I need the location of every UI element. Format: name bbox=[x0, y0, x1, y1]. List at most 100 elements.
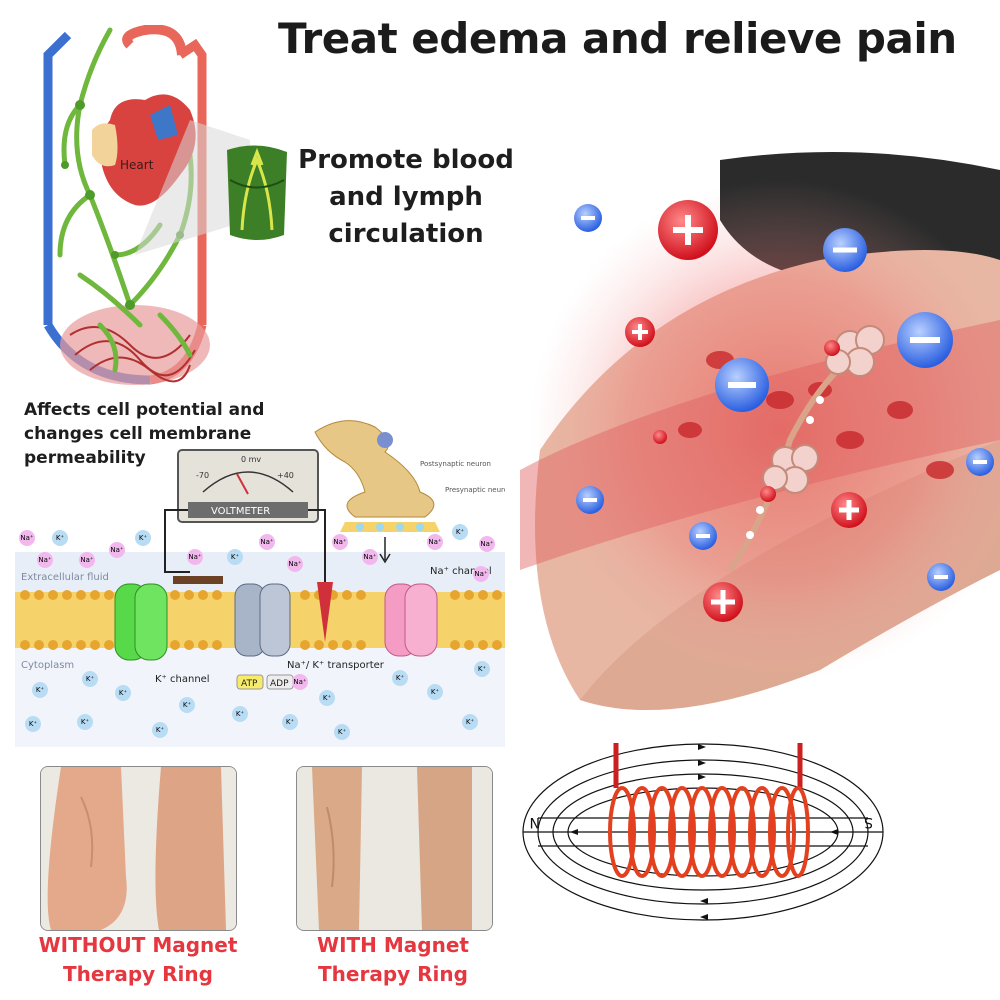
k-ion: K⁺ bbox=[474, 661, 490, 677]
negative-ion-icon bbox=[966, 448, 994, 476]
extracellular-label: Extracellular fluid bbox=[21, 572, 109, 583]
positive-ion-icon bbox=[625, 317, 655, 347]
na-ion: Na⁺ bbox=[187, 549, 203, 565]
caption-with-line-1: WITH Magnet bbox=[317, 933, 469, 957]
svg-text:Na⁺: Na⁺ bbox=[428, 538, 442, 546]
k-channel-label: K⁺ channel bbox=[155, 674, 210, 685]
svg-text:Na⁺: Na⁺ bbox=[110, 546, 124, 554]
svg-text:K⁺: K⁺ bbox=[119, 689, 128, 697]
na-ion: Na⁺ bbox=[287, 556, 303, 572]
caption-without-line-2: Therapy Ring bbox=[63, 962, 213, 986]
svg-text:Na⁺: Na⁺ bbox=[333, 538, 347, 546]
na-ion: Na⁺ bbox=[427, 534, 443, 550]
presynaptic-label: Presynaptic neuron bbox=[445, 486, 505, 494]
caption-without-line-1: WITHOUT Magnet bbox=[38, 933, 238, 957]
negative-ion-icon bbox=[823, 228, 867, 272]
positive-ion-icon bbox=[658, 200, 718, 260]
adp-label: ADP bbox=[270, 679, 289, 689]
svg-text:K⁺: K⁺ bbox=[286, 718, 295, 726]
positive-ion-icon bbox=[824, 340, 840, 356]
postsynaptic-label: Postsynaptic neuron bbox=[420, 460, 491, 468]
svg-text:Na⁺: Na⁺ bbox=[474, 570, 488, 578]
circulation-diagram: Heart bbox=[20, 24, 320, 395]
voltmeter-zero: 0 mv bbox=[241, 455, 261, 464]
positive-ion-icon bbox=[653, 430, 667, 444]
na-ion: Na⁺ bbox=[79, 552, 95, 568]
na-k-transporter-protein bbox=[234, 583, 291, 657]
coil-field-diagram: N S bbox=[518, 738, 888, 926]
south-pole-label: S bbox=[864, 814, 873, 830]
cell-caption: Affects cell potential and changes cell … bbox=[24, 398, 324, 470]
svg-text:K⁺: K⁺ bbox=[183, 701, 192, 709]
photo-with-ring bbox=[296, 766, 493, 931]
cell-membrane-diagram: Extracellular fluid Cytoplasm 0 mv -70 +… bbox=[15, 392, 512, 752]
k-ion: K⁺ bbox=[25, 716, 41, 732]
cell-caption-line-3: permeability bbox=[24, 448, 146, 468]
transporter-label: Na⁺/ K⁺ transporter bbox=[287, 660, 385, 671]
svg-text:K⁺: K⁺ bbox=[431, 688, 440, 696]
na-ion: Na⁺ bbox=[259, 534, 275, 550]
k-ion: K⁺ bbox=[32, 682, 48, 698]
voltmeter-left: -70 bbox=[196, 471, 209, 480]
neuron-illustration bbox=[314, 420, 440, 564]
svg-text:K⁺: K⁺ bbox=[456, 528, 465, 536]
svg-text:K⁺: K⁺ bbox=[81, 718, 90, 726]
k-ion: K⁺ bbox=[82, 671, 98, 687]
k-ion: K⁺ bbox=[152, 722, 168, 738]
negative-ion-icon bbox=[576, 486, 604, 514]
circulation-caption: Promote blood and lymph circulation bbox=[290, 142, 522, 253]
na-ion: Na⁺ bbox=[19, 530, 35, 546]
svg-text:Na⁺: Na⁺ bbox=[38, 556, 52, 564]
na-ion: Na⁺ bbox=[362, 549, 378, 565]
cytoplasm-label: Cytoplasm bbox=[21, 660, 74, 671]
svg-text:K⁺: K⁺ bbox=[236, 710, 245, 718]
k-ion: K⁺ bbox=[77, 714, 93, 730]
k-ion: K⁺ bbox=[319, 690, 335, 706]
negative-ion-icon bbox=[897, 312, 953, 368]
heart-label: Heart bbox=[120, 158, 154, 172]
na-channel-label: Na⁺ channel bbox=[430, 566, 492, 577]
circulation-caption-line-2: and lymph bbox=[329, 182, 483, 212]
svg-text:K⁺: K⁺ bbox=[56, 534, 65, 542]
svg-text:K⁺: K⁺ bbox=[29, 720, 38, 728]
k-ion: K⁺ bbox=[115, 685, 131, 701]
negative-ion-icon bbox=[689, 522, 717, 550]
k-ion: K⁺ bbox=[232, 706, 248, 722]
svg-text:K⁺: K⁺ bbox=[231, 553, 240, 561]
voltmeter-label: VOLTMETER bbox=[211, 506, 270, 517]
na-ion: Na⁺ bbox=[473, 566, 489, 582]
voltmeter-right: +40 bbox=[277, 471, 294, 480]
caption-with-line-2: Therapy Ring bbox=[318, 962, 468, 986]
page-title: Treat edema and relieve pain bbox=[278, 14, 957, 63]
svg-text:Na⁺: Na⁺ bbox=[188, 553, 202, 561]
k-ion: K⁺ bbox=[452, 524, 468, 540]
svg-text:Na⁺: Na⁺ bbox=[480, 540, 494, 548]
na-ion: Na⁺ bbox=[332, 534, 348, 550]
svg-text:K⁺: K⁺ bbox=[478, 665, 487, 673]
atp-label: ATP bbox=[241, 679, 258, 689]
na-channel-protein bbox=[384, 583, 438, 657]
k-channel-protein bbox=[114, 583, 168, 661]
vessel-valve-icon bbox=[222, 140, 292, 245]
k-ion: K⁺ bbox=[135, 530, 151, 546]
arm-bracelet-photo bbox=[520, 140, 1000, 730]
negative-ion-icon bbox=[927, 563, 955, 591]
negative-ion-icon bbox=[574, 204, 602, 232]
svg-text:K⁺: K⁺ bbox=[139, 534, 148, 542]
k-ion: K⁺ bbox=[179, 697, 195, 713]
na-ion: Na⁺ bbox=[37, 552, 53, 568]
na-ion: Na⁺ bbox=[109, 542, 125, 558]
svg-text:K⁺: K⁺ bbox=[156, 726, 165, 734]
svg-text:K⁺: K⁺ bbox=[338, 728, 347, 736]
k-ion: K⁺ bbox=[334, 724, 350, 740]
north-pole-label: N bbox=[530, 814, 540, 830]
photo-without-ring bbox=[40, 766, 237, 931]
cell-caption-line-1: Affects cell potential and bbox=[24, 400, 265, 420]
svg-text:Na⁺: Na⁺ bbox=[293, 678, 307, 686]
positive-ion-icon bbox=[831, 492, 867, 528]
svg-text:Na⁺: Na⁺ bbox=[288, 560, 302, 568]
svg-text:Na⁺: Na⁺ bbox=[20, 534, 34, 542]
k-ion: K⁺ bbox=[427, 684, 443, 700]
negative-ion-icon bbox=[715, 358, 769, 412]
svg-text:Na⁺: Na⁺ bbox=[80, 556, 94, 564]
